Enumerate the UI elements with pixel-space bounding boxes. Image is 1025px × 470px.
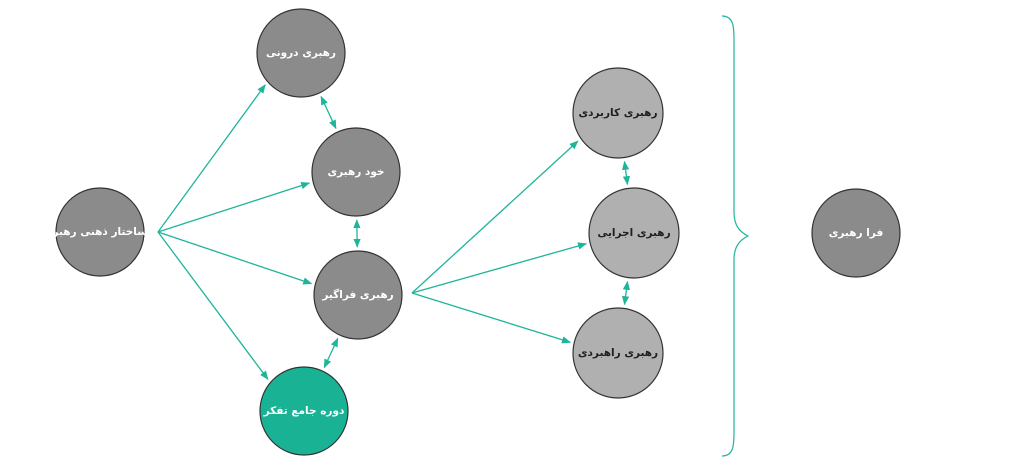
node-inner-leadership: رهبری درونی: [256, 8, 346, 98]
node-executive-leadership: رهبری اجرایی: [588, 187, 680, 279]
node-label: رهبری درونی: [266, 47, 336, 59]
node-mental-structure: ساختار ذهنی رهبر: [51, 187, 148, 277]
node-circle: [256, 8, 346, 98]
node-comprehensive-leadership: رهبری فراگیر: [313, 250, 403, 340]
edge-applied-leadership-to-executive-leadership: [621, 160, 631, 186]
node-circle: [313, 250, 403, 340]
edge-comprehensive-leadership-to-thinking-course: [323, 337, 339, 369]
node-label: دوره جامع تفکر: [263, 405, 345, 417]
node-circle: [311, 127, 401, 217]
edge-executive-leadership-to-strategic-leadership: [621, 280, 631, 306]
edge-mental-structure-to-comprehensive-leadership: [157, 231, 313, 285]
node-label: رهبری راهبردی: [578, 347, 658, 359]
node-circle: [572, 307, 664, 399]
node-label: فرا رهبری: [829, 227, 884, 239]
node-applied-leadership: رهبری کاربردی: [572, 67, 664, 159]
node-label: ساختار ذهنی رهبر: [51, 226, 147, 238]
edge-comprehensive-leadership-to-applied-leadership: [411, 140, 579, 294]
edge-mental-structure-to-inner-leadership: [157, 84, 266, 233]
node-strategic-leadership: رهبری راهبردی: [572, 307, 664, 399]
nodes-layer: ساختار ذهنی رهبر رهبری درونی خود رهبری ر…: [51, 8, 901, 456]
edge-mental-structure-to-thinking-course: [157, 231, 269, 381]
edge-inner-leadership-to-self-leadership: [320, 95, 337, 130]
right-brace: [721, 15, 750, 457]
node-thinking-course: دوره جامع تفکر: [259, 366, 349, 456]
node-circle: [588, 187, 680, 279]
node-self-leadership: خود رهبری: [311, 127, 401, 217]
node-circle: [259, 366, 349, 456]
node-label: رهبری فراگیر: [321, 288, 393, 301]
edge-comprehensive-leadership-to-executive-leadership: [411, 242, 588, 294]
edge-comprehensive-leadership-to-strategic-leadership: [411, 292, 572, 344]
edge-mental-structure-to-self-leadership: [157, 182, 311, 233]
edges-layer: [157, 84, 631, 381]
node-circle: [572, 67, 664, 159]
node-label: رهبری اجرایی: [597, 227, 670, 239]
node-circle: [55, 187, 145, 277]
node-circle: [811, 188, 901, 278]
node-label: رهبری کاربردی: [578, 107, 657, 119]
node-meta-leadership: فرا رهبری: [811, 188, 901, 278]
node-label: خود رهبری: [328, 166, 385, 178]
